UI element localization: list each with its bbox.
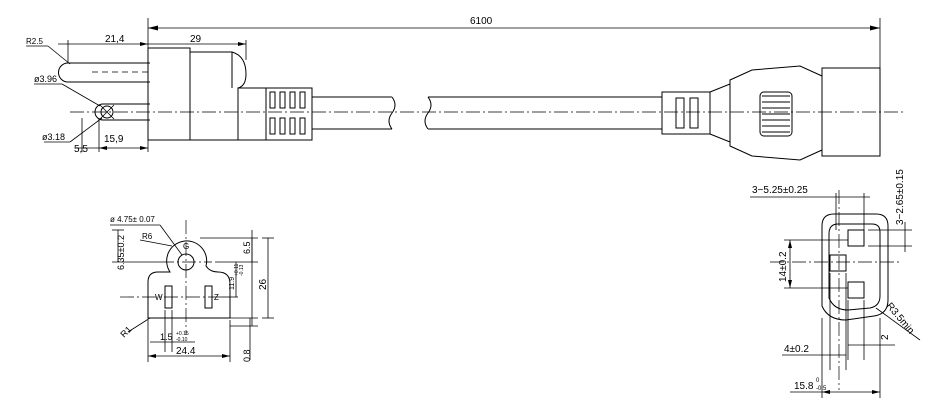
plug-face-view: G W Z ø 4.75± 0.07 R6 6.35±0.2 R1 6.5 11…: [110, 215, 274, 362]
face-width-label: 24.4: [176, 346, 196, 357]
connector-side-view: [661, 65, 881, 161]
overall-height-26-label: 26: [258, 278, 269, 290]
ground-pin-icon: [100, 105, 114, 119]
pin-length-label: 21,4: [105, 34, 125, 45]
height-11-9-tol-upper: +0.11: [234, 264, 240, 276]
plug-side-dimensions: 21,4 29 R2.5 ø3.96 ø3.18 5,5 15,9: [26, 34, 247, 155]
connector-4-label: 4±0.2: [784, 344, 809, 355]
height-11-9-label: 11.9: [229, 277, 236, 290]
pin-radius-label: R2.5: [26, 37, 43, 46]
pin-offset-b-label: 15,9: [104, 134, 124, 145]
slot-width-label: 1.5: [160, 332, 173, 342]
body-length-label: 29: [190, 34, 202, 45]
ground-hole-diameter-label: ø 4.75± 0.07: [110, 215, 155, 224]
connector-radius-label: R3.5min: [884, 301, 916, 337]
connector-15-8-tol-upper: 0: [816, 378, 820, 384]
connector-15-8-label: 15.8: [794, 381, 814, 392]
slot-width-tol-upper: +0.15: [176, 331, 189, 337]
plug-side-view: [58, 47, 905, 141]
connector-2-label: 2: [880, 334, 891, 340]
ground-label: G: [183, 242, 189, 251]
ground-hole-icon: [177, 253, 195, 271]
connector-face-view: 3−5.25±0.25 3−2.65±0.15 14±0.2 R3.5min 2…: [750, 169, 921, 398]
slot-width-tol-lower: -0.10: [176, 337, 188, 343]
overall-length-dimension: 6100: [147, 16, 881, 95]
height-11-9-tol-lower: -0.13: [239, 264, 245, 276]
height-6-5-label: 6.5: [242, 241, 252, 254]
label-z: Z: [214, 293, 219, 302]
overall-length-label: 6100: [470, 16, 493, 27]
connector-slot-5-25-label: 3−5.25±0.25: [752, 185, 808, 196]
connector-14-label: 14±0.2: [778, 251, 789, 282]
pin-diameter-top-label: ø3.96: [34, 74, 57, 84]
pin-diameter-bottom-label: ø3.18: [42, 132, 65, 142]
corner-radius-r6-label: R6: [142, 232, 153, 241]
height-6-35-label: 6.35±0.2: [116, 235, 126, 270]
label-w: W: [155, 293, 163, 302]
connector-15-8-tol-lower: -0.5: [816, 386, 827, 392]
corner-radius-r1-label: R1: [118, 324, 133, 339]
connector-slot-2-65-label: 3−2.65±0.15: [895, 169, 906, 225]
pin-offset-a-label: 5,5: [74, 144, 88, 155]
bottom-gap-label: 0.8: [242, 349, 252, 362]
